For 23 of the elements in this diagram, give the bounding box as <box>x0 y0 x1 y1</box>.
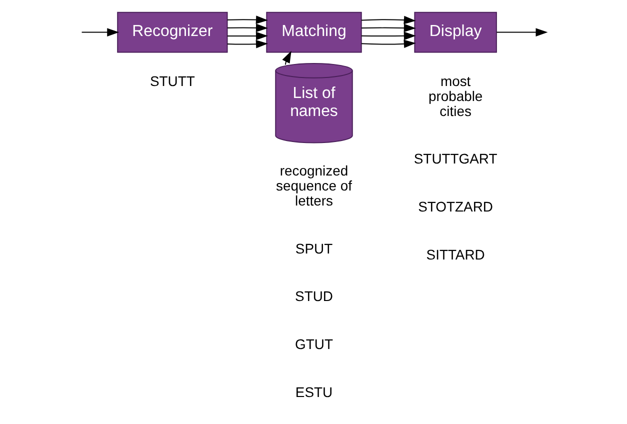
arrow <box>360 24 416 32</box>
label: recognized sequence of letters <box>276 162 352 208</box>
label: most probable cities <box>428 72 482 119</box>
arrow <box>496 28 548 36</box>
node-box: Display <box>414 12 496 53</box>
node-box: Matching <box>266 12 362 53</box>
label: STUTTGART <box>413 150 497 167</box>
arrow <box>80 28 119 36</box>
label: STUTT <box>149 72 194 89</box>
label: STOTZARD <box>418 198 492 214</box>
label: SPUT <box>294 240 332 256</box>
label: SITTARD <box>426 246 484 262</box>
arrow <box>226 32 268 40</box>
arrow <box>226 24 268 32</box>
arrow <box>360 32 416 40</box>
label: ESTU <box>294 384 332 400</box>
arrow <box>226 16 268 24</box>
label: STUD <box>294 288 332 304</box>
arrow <box>360 40 416 48</box>
arrow <box>360 16 416 24</box>
label: GTUT <box>294 336 332 352</box>
node-box: Recognizer <box>116 12 228 53</box>
arrow <box>226 40 268 48</box>
